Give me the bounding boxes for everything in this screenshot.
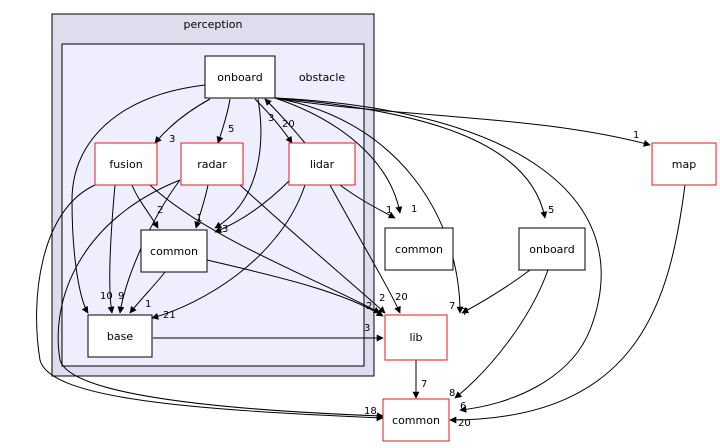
- node-base[interactable]: base: [87, 314, 153, 358]
- node-root-common-label: common: [392, 414, 440, 427]
- edge-fusion-root-common: [36, 184, 384, 422]
- edge-lidar-onboard: [264, 98, 306, 144]
- edge-label-lidar-base: 21: [163, 310, 176, 321]
- edge-labels: 3 5 20 3 1 1 1 5 2 1 3 10 9 1 21 2 2 20 …: [100, 113, 639, 429]
- node-lib[interactable]: lib: [384, 314, 448, 361]
- edge-radar-root-common: [57, 179, 384, 420]
- edge-label-lib-in-c: 20: [395, 292, 408, 303]
- edge-radar-obstacle-common: [194, 184, 209, 229]
- edge-label-radar-obstacle-common: 1: [196, 213, 202, 224]
- node-obstacle-common-label: common: [150, 245, 198, 258]
- node-radar-label: radar: [197, 158, 227, 171]
- edge-label-base-in-b: 9: [118, 291, 124, 302]
- node-fusion-label: fusion: [109, 158, 142, 171]
- edge-onboard-lib: [274, 97, 464, 314]
- edge-lidar-perception-common: [339, 184, 396, 219]
- edge-label-perception-onboard-lib: 7: [462, 307, 468, 318]
- edge-label-lib-in-d: 7: [449, 301, 455, 312]
- edge-onboard-map: [274, 97, 651, 147]
- edge-onboard-radar: [216, 98, 231, 144]
- edge-label-base-in-a: 10: [100, 291, 113, 302]
- node-map-label: map: [672, 158, 696, 171]
- edge-perception-onboard-lib: [461, 269, 531, 314]
- edge-lidar-obstacle-common: [214, 179, 291, 233]
- edge-label-lib-root-common: 7: [421, 379, 427, 390]
- edges: [36, 84, 686, 424]
- node-radar[interactable]: radar: [180, 142, 244, 186]
- edge-label-onboard-radar: 5: [228, 124, 234, 135]
- edge-onboard-perception-common: [274, 97, 403, 214]
- edge-label-obstacle-common-base: 1: [145, 299, 151, 310]
- node-obstacle-onboard[interactable]: onboard: [204, 55, 276, 99]
- node-perception-common[interactable]: common: [384, 227, 454, 271]
- edge-label-onboard-map: 1: [633, 130, 639, 141]
- edge-lidar-lib: [329, 184, 401, 314]
- edge-label-fusion-obstacle-common: 2: [157, 205, 163, 216]
- edge-label-lidar-perception-common: 1: [411, 204, 417, 215]
- node-obstacle-common[interactable]: common: [140, 229, 208, 273]
- node-base-label: base: [107, 330, 133, 343]
- edge-label-lib-in-b: 2: [379, 293, 385, 304]
- edge-label-root-common-left: 18: [364, 406, 377, 417]
- node-perception-onboard-label: onboard: [529, 243, 574, 256]
- node-obstacle-onboard-label: onboard: [217, 71, 262, 84]
- node-fusion[interactable]: fusion: [94, 142, 158, 186]
- edge-perception-onboard-root-common: [454, 269, 549, 399]
- edge-label-root-common-a: 6: [460, 401, 466, 412]
- edge-label-lib-in-a: 2: [366, 301, 372, 312]
- node-lidar-label: lidar: [310, 158, 335, 171]
- edge-onboard-root-common: [274, 97, 602, 413]
- edge-onboard-perception-onboard: [274, 97, 548, 219]
- cluster-perception-label: perception: [184, 18, 243, 31]
- edge-onboard-fusion: [154, 98, 211, 144]
- edge-fusion-obstacle-common: [131, 184, 159, 229]
- edge-label-base-lib: 3: [364, 323, 370, 334]
- node-lib-label: lib: [409, 331, 422, 344]
- edge-label-onboard-fusion: 3: [169, 134, 175, 145]
- edge-radar-lib: [239, 184, 386, 314]
- edge-lidar-base: [151, 184, 306, 320]
- edge-label-map-root-common: 20: [458, 418, 471, 429]
- edge-map-root-common: [449, 184, 686, 424]
- edge-label-onboard-perception-common: 1: [386, 205, 392, 216]
- cluster-obstacle-label: obstacle: [299, 71, 346, 84]
- edge-label-obstacle-common-in: 3: [222, 224, 228, 235]
- edge-label-lidar-onboard: 3: [268, 113, 274, 124]
- edge-fusion-lib: [149, 184, 381, 314]
- edge-label-onboard-perception-onboard: 5: [548, 205, 554, 216]
- edge-label-perception-onboard-root-common: 8: [449, 388, 455, 399]
- node-perception-onboard[interactable]: onboard: [518, 227, 586, 271]
- node-perception-common-label: common: [395, 243, 443, 256]
- node-lidar[interactable]: lidar: [288, 142, 356, 186]
- edge-fusion-base: [107, 184, 116, 314]
- edge-obstacle-common-lib: [206, 259, 384, 317]
- edge-label-onboard-lidar: 20: [282, 119, 295, 130]
- edge-onboard-base: [71, 84, 206, 314]
- node-root-common[interactable]: common: [382, 398, 450, 442]
- edge-obstacle-common-base: [129, 271, 166, 314]
- edge-onboard-obstacle-common: [214, 98, 262, 229]
- node-map[interactable]: map: [651, 142, 717, 186]
